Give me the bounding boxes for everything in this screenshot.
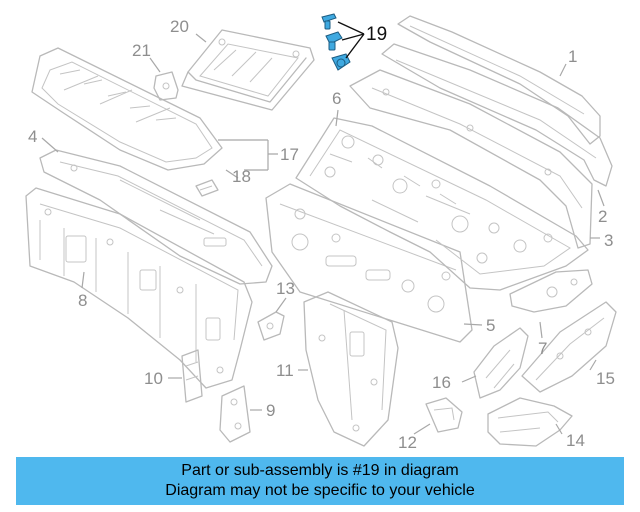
part-9: [219, 385, 251, 443]
part-11: [303, 291, 399, 447]
info-banner: Part or sub-assembly is #19 in diagram D…: [16, 457, 624, 505]
callouts: 1 2 3 4 5 6 7 8 9 10 11 12 13 14 15 16 1…: [28, 17, 615, 452]
part-12: [425, 397, 463, 433]
part-19-fasteners: [321, 13, 351, 71]
callout-3: 3: [604, 231, 613, 250]
callout-4: 4: [28, 127, 37, 146]
part-5: [265, 183, 473, 343]
part-13: [257, 311, 285, 341]
callout-20: 20: [170, 17, 189, 36]
part-15: [521, 301, 617, 393]
banner-line-1: Part or sub-assembly is #19 in diagram: [181, 462, 459, 479]
callout-14: 14: [566, 431, 585, 450]
callout-6: 6: [332, 89, 341, 108]
leader-lines: [41, 21, 605, 435]
part-16: [473, 327, 529, 399]
callout-5: 5: [486, 316, 495, 335]
callout-9: 9: [266, 401, 275, 420]
banner-line-2: Diagram may not be specific to your vehi…: [165, 482, 475, 499]
callout-2: 2: [598, 207, 607, 226]
callout-8: 8: [78, 291, 87, 310]
part-6: [295, 117, 589, 291]
fastener-19-c: [331, 53, 351, 71]
part-18: [195, 179, 219, 197]
callout-16: 16: [432, 373, 451, 392]
fastener-19-a: [321, 13, 337, 30]
part-17: [31, 47, 223, 171]
callout-13: 13: [276, 279, 295, 298]
callout-7: 7: [538, 339, 547, 358]
part-4: [39, 149, 273, 285]
part-21: [153, 71, 179, 101]
part-7: [509, 269, 593, 313]
parts-diagram: 1 2 3 4 5 6 7 8 9 10 11 12 13 14 15 16 1…: [25, 13, 617, 452]
callout-18: 18: [232, 167, 251, 186]
part-8: [25, 187, 253, 389]
callout-1: 1: [568, 47, 577, 66]
callout-12: 12: [398, 433, 417, 452]
part-14: [487, 397, 573, 447]
callout-11: 11: [276, 361, 294, 380]
callout-10: 10: [144, 369, 163, 388]
part-1: [397, 15, 601, 145]
part-20: [181, 29, 315, 111]
fastener-19-b: [325, 31, 343, 51]
callout-15: 15: [596, 369, 615, 388]
callout-21: 21: [132, 41, 151, 60]
part-2: [381, 43, 613, 187]
callout-19: 19: [366, 24, 387, 45]
part-3: [349, 69, 593, 249]
callout-17: 17: [280, 145, 299, 164]
part-10: [181, 349, 203, 403]
